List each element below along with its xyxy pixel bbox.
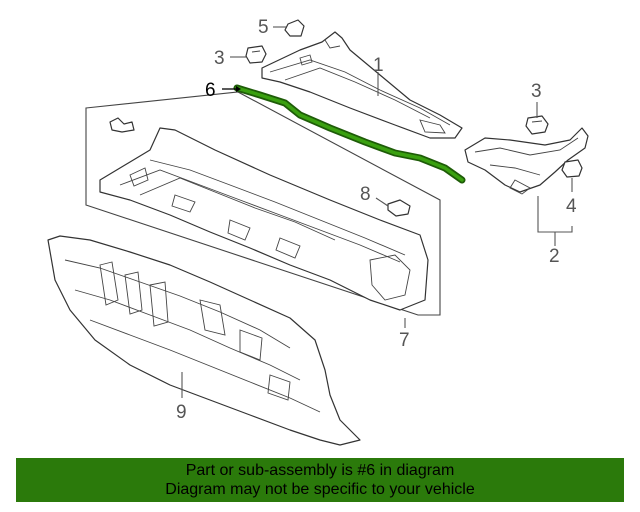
part-6-seal-strip-highlight [235,86,464,182]
footer-line-disclaimer: Diagram may not be specific to your vehi… [165,481,475,498]
callout-8: 8 [360,184,371,205]
callout-2: 2 [549,246,560,267]
footer-line-part-info: Part or sub-assembly is #6 in diagram [185,462,455,479]
part-1-cowl-panel[interactable] [261,31,463,139]
part-9-dashboard-lower[interactable] [47,235,361,446]
callout-3-right: 3 [531,81,542,102]
part-3-clip-right[interactable] [525,115,549,135]
callout-9: 9 [176,402,187,423]
part-3-clip-left[interactable] [245,45,267,64]
leader-lines [181,26,573,398]
part-8-clip[interactable] [387,199,411,217]
callout-1: 1 [373,55,384,76]
callout-3-left: 3 [214,48,225,69]
part-5-clip[interactable] [284,19,305,37]
part-2-cowl-side[interactable] [464,127,589,195]
part-7-clip [109,117,135,133]
footer-banner: Part or sub-assembly is #6 in diagram Di… [16,458,624,502]
parts-diagram: 1 2 3 3 4 5 6 7 8 9 [47,17,589,446]
callout-5: 5 [258,17,269,38]
part-4-clip[interactable] [561,159,583,178]
callout-7: 7 [399,330,410,351]
callout-4: 4 [566,196,577,217]
callout-6: 6 [205,80,216,101]
part-7-cowl-top[interactable] [99,127,429,311]
